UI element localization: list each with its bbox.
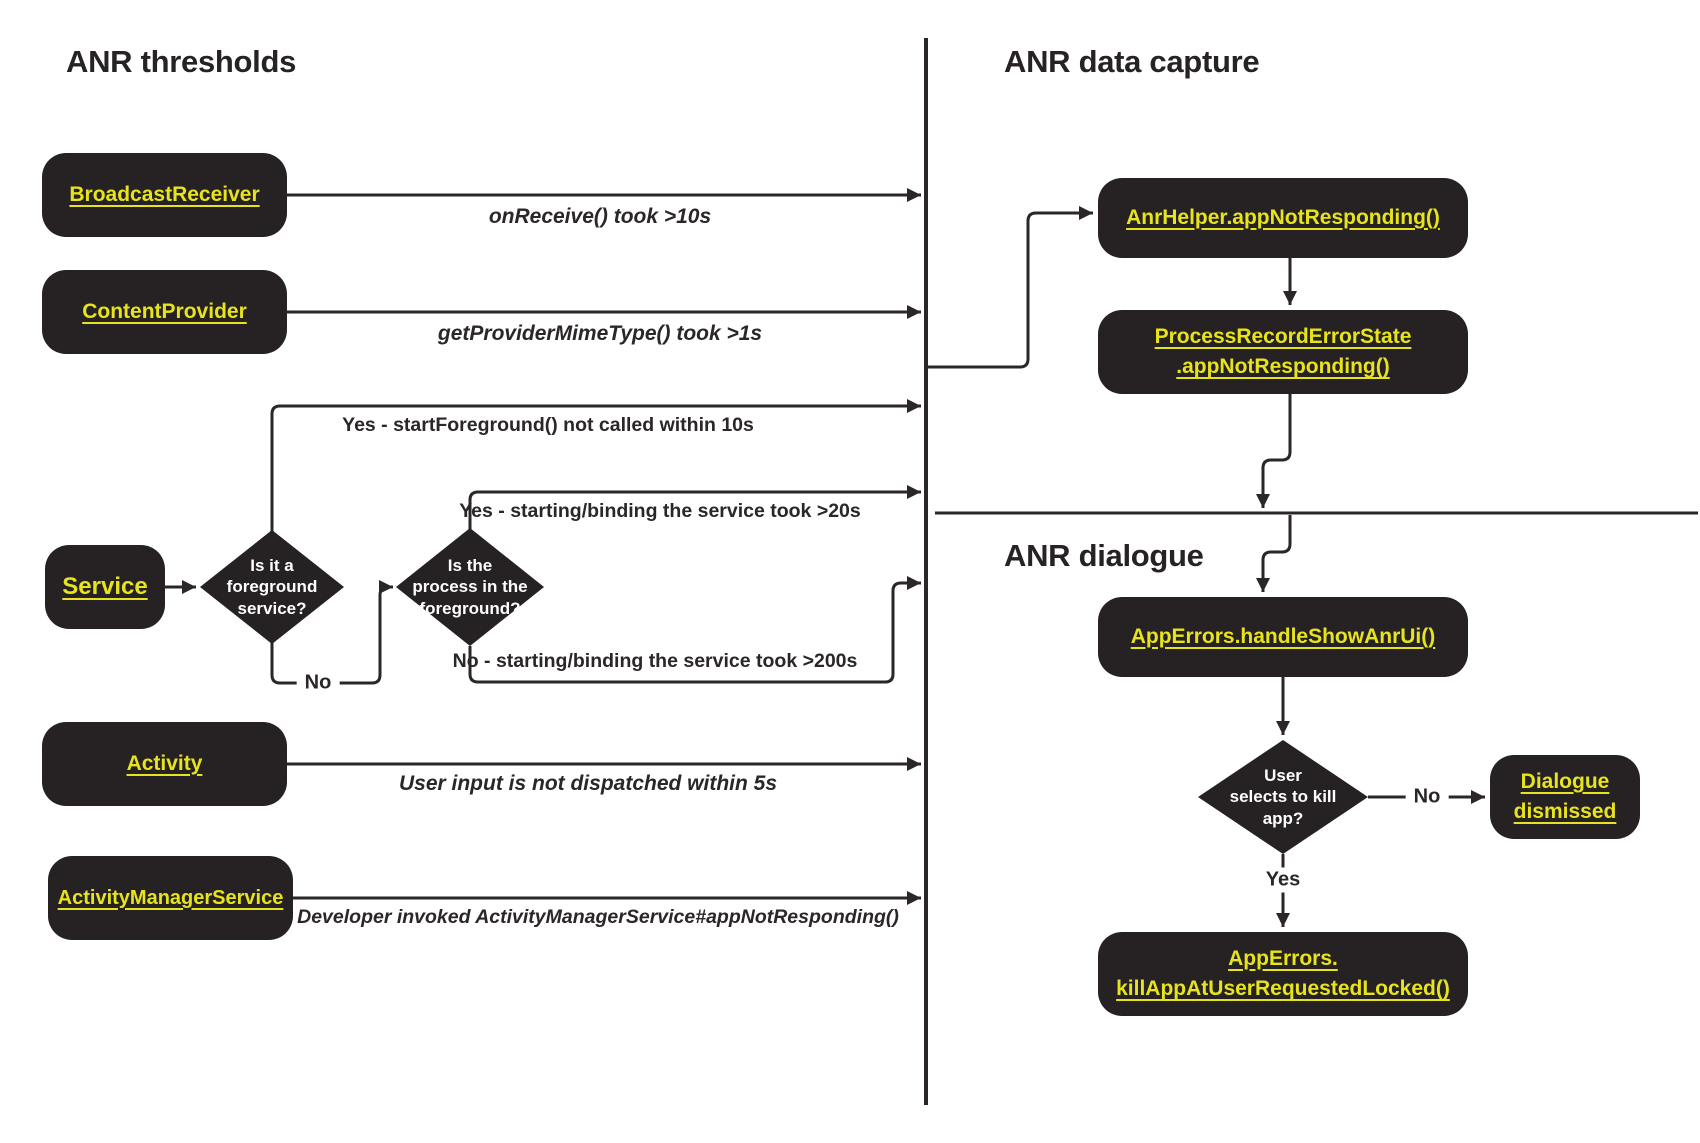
- node-dialogue-dismissed[interactable]: Dialogue dismissed: [1490, 755, 1640, 839]
- edge-label-binding-20s: Yes - starting/binding the service took …: [459, 500, 861, 522]
- activity-manager-service-link[interactable]: ActivityManagerService: [57, 886, 284, 909]
- edge-label-start-foreground: Yes - startForeground() not called withi…: [342, 414, 754, 436]
- service-link[interactable]: Service: [62, 572, 148, 600]
- node-content-provider[interactable]: ContentProvider: [42, 270, 287, 354]
- heading-anr-data-capture: ANR data capture: [1004, 44, 1260, 79]
- node-broadcast-receiver[interactable]: BroadcastReceiver: [42, 153, 287, 237]
- node-process-record-error-state[interactable]: ProcessRecordErrorState .appNotRespondin…: [1098, 310, 1468, 394]
- node-anr-helper[interactable]: AnrHelper.appNotResponding(): [1098, 178, 1468, 258]
- decision-foreground-service-diamond: [200, 530, 344, 644]
- edge-label-user-input: User input is not dispatched within 5s: [398, 772, 778, 795]
- edge-divider-to-show-anr-ui: [1256, 515, 1292, 592]
- edge-label-get-provider-mime-type: getProviderMimeType() took >1s: [437, 322, 763, 345]
- process-record-error-state-link[interactable]: ProcessRecordErrorState .appNotRespondin…: [1154, 324, 1412, 378]
- decision-user-kill-label: User selects to kill app?: [1229, 766, 1337, 828]
- broadcast-receiver-link[interactable]: BroadcastReceiver: [69, 182, 260, 206]
- content-provider-link[interactable]: ContentProvider: [82, 299, 247, 323]
- edge-no-binding-200s: [468, 576, 921, 684]
- branch-label-yes-kill: Yes: [1257, 867, 1309, 893]
- decision-process-foreground-diamond: [396, 528, 544, 646]
- edge-label-on-receive: onReceive() took >10s: [488, 205, 712, 228]
- node-handle-show-anr-ui[interactable]: AppErrors.handleShowAnrUi(): [1098, 597, 1468, 677]
- kill-app-link[interactable]: AppErrors. killAppAtUserRequestedLocked(…: [1116, 946, 1450, 1000]
- decision-foreground-service-label: Is it a foreground service?: [226, 556, 318, 618]
- edge-yes-start-foreground: [270, 399, 921, 532]
- heading-anr-thresholds: ANR thresholds: [66, 44, 297, 79]
- branch-label-no-kill: No: [1405, 784, 1449, 810]
- anr-helper-link[interactable]: AnrHelper.appNotResponding(): [1126, 205, 1440, 229]
- node-activity-manager-service[interactable]: ActivityManagerService: [48, 856, 293, 940]
- node-kill-app[interactable]: AppErrors. killAppAtUserRequestedLocked(…: [1098, 932, 1468, 1016]
- decision-user-kill-diamond: [1198, 740, 1368, 854]
- heading-anr-dialogue: ANR dialogue: [1004, 538, 1204, 573]
- edge-yes-binding-20s: [468, 485, 921, 530]
- node-activity[interactable]: Activity: [42, 722, 287, 806]
- handle-show-anr-ui-link[interactable]: AppErrors.handleShowAnrUi(): [1130, 624, 1436, 648]
- dialogue-dismissed-link[interactable]: Dialogue dismissed: [1513, 769, 1617, 823]
- edge-no-between-diamonds: [270, 580, 393, 685]
- edge-bus-to-anr-helper: [928, 206, 1093, 369]
- activity-link[interactable]: Activity: [126, 751, 203, 775]
- node-service[interactable]: Service: [45, 545, 165, 629]
- decision-process-foreground-label: Is the process in the foreground?: [412, 556, 528, 618]
- edge-label-developer-invoked: Developer invoked ActivityManagerService…: [297, 906, 899, 928]
- edge-process-record-to-divider: [1256, 394, 1292, 508]
- branch-label-no-foreground: No: [296, 670, 340, 696]
- edge-label-binding-200s: No - starting/binding the service took >…: [452, 650, 858, 672]
